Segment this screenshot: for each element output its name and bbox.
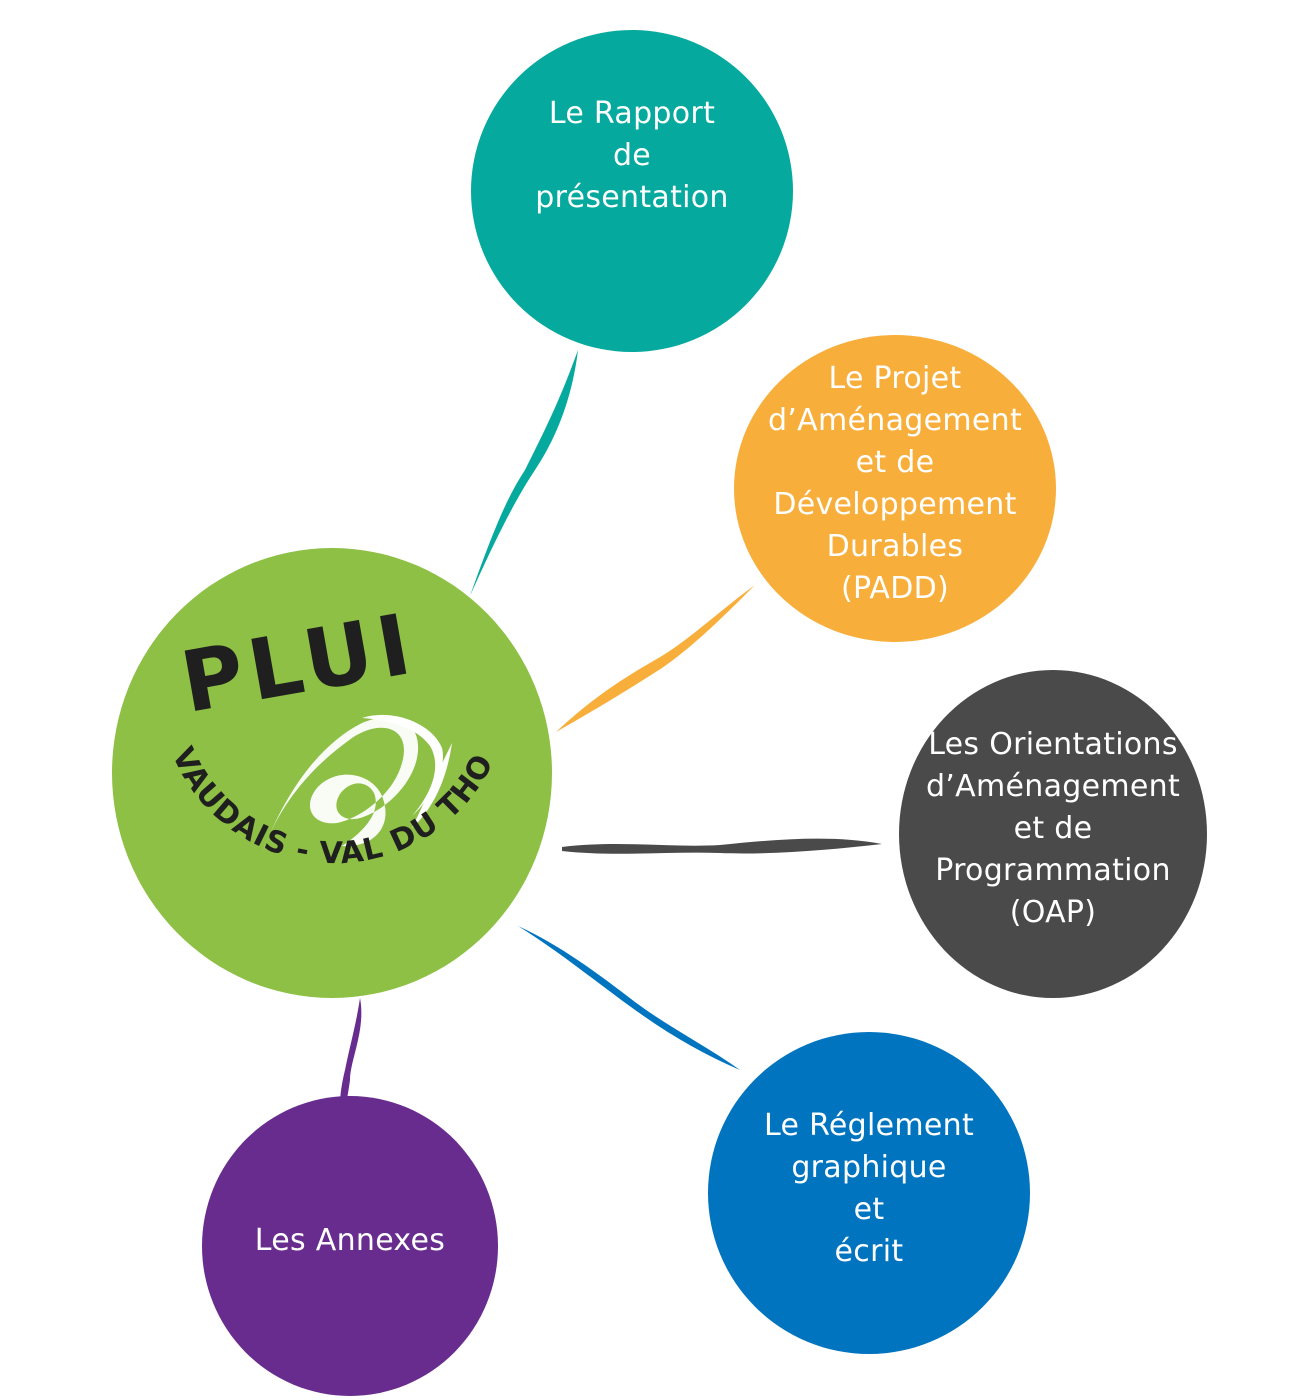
- connector-annexes: [339, 998, 362, 1128]
- plui-logo-art: PLUI AIRVAUDAIS - VAL DU THOUET: [112, 548, 500, 871]
- swirl-emblem-icon: [262, 717, 419, 853]
- plui-logo: PLUI AIRVAUDAIS - VAL DU THOUET: [112, 548, 552, 998]
- node-label: Les Annexes: [254, 1223, 446, 1258]
- node-rapport-de-presentation: Le Rapport de présentation: [471, 30, 793, 352]
- node-label: Les Orientations d’Aménagement et de Pro…: [925, 727, 1181, 930]
- logo-title: PLUI: [174, 595, 423, 732]
- node-reglement: Le Réglement graphique et écrit: [708, 1032, 1030, 1354]
- node-label: Le Rapport de présentation: [535, 96, 729, 215]
- node-label: Le Projet d’Aménagement et de Développem…: [767, 360, 1023, 606]
- connector-padd: [556, 585, 755, 732]
- connector-oap: [562, 838, 882, 854]
- connector-reglement: [518, 926, 740, 1070]
- node-label: Le Réglement graphique et écrit: [763, 1108, 975, 1269]
- node-annexes: Les Annexes: [202, 1096, 498, 1396]
- node-oap: Les Orientations d’Aménagement et de Pro…: [899, 670, 1207, 998]
- connector-rapport: [470, 350, 578, 596]
- node-padd: Le Projet d’Aménagement et de Développem…: [734, 335, 1056, 642]
